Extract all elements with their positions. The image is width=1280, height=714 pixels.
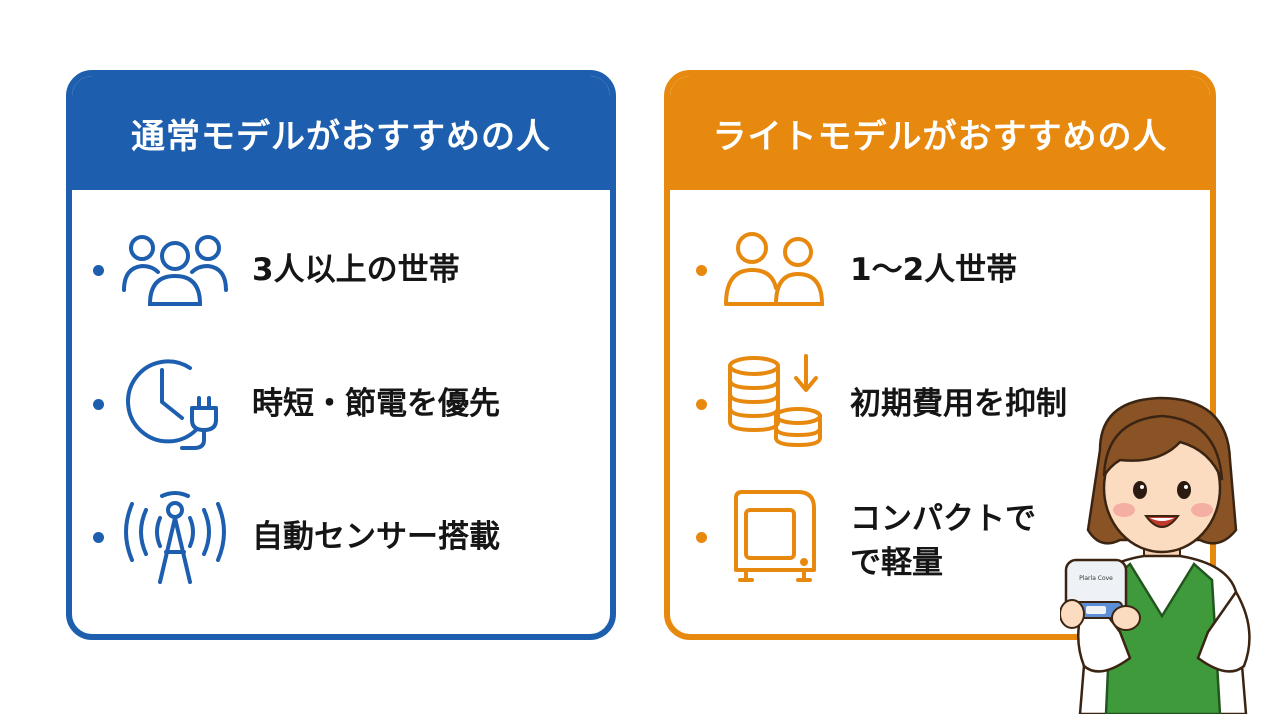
bullet-dot [696,265,707,276]
item-label: で軽量 [850,545,943,581]
item-label: 時短・節電を優先 [252,386,500,422]
recommend-light-card: ライトモデルがおすすめの人 [664,70,1216,640]
item-label: コンパクトで [850,501,1036,537]
bullet-dot [93,532,104,543]
device-label: Plarla Cove [1079,575,1113,582]
sensor-antenna-icon [124,491,226,584]
card-title-standard: 通常モデルがおすすめの人 [72,76,610,190]
item-label: 自動センサー搭載 [252,519,500,555]
bullet-dot [696,532,707,543]
item-label: 3人以上の世帯 [252,252,460,288]
compact-appliance-icon [734,490,816,582]
two-people-icon [724,232,825,306]
group-people-icon [122,235,228,306]
clock-plug-icon [126,359,218,450]
bullet-dot [93,399,104,410]
bullet-dot [696,399,707,410]
coins-down-arrow-icon [728,354,822,447]
bullet-dot [93,265,104,276]
item-label: 1〜2人世帯 [850,252,1018,288]
item-label: 初期費用を抑制 [850,386,1067,422]
woman-holding-device-illustration: Plarla Cove [1060,396,1251,714]
card-title-light: ライトモデルがおすすめの人 [670,76,1210,190]
